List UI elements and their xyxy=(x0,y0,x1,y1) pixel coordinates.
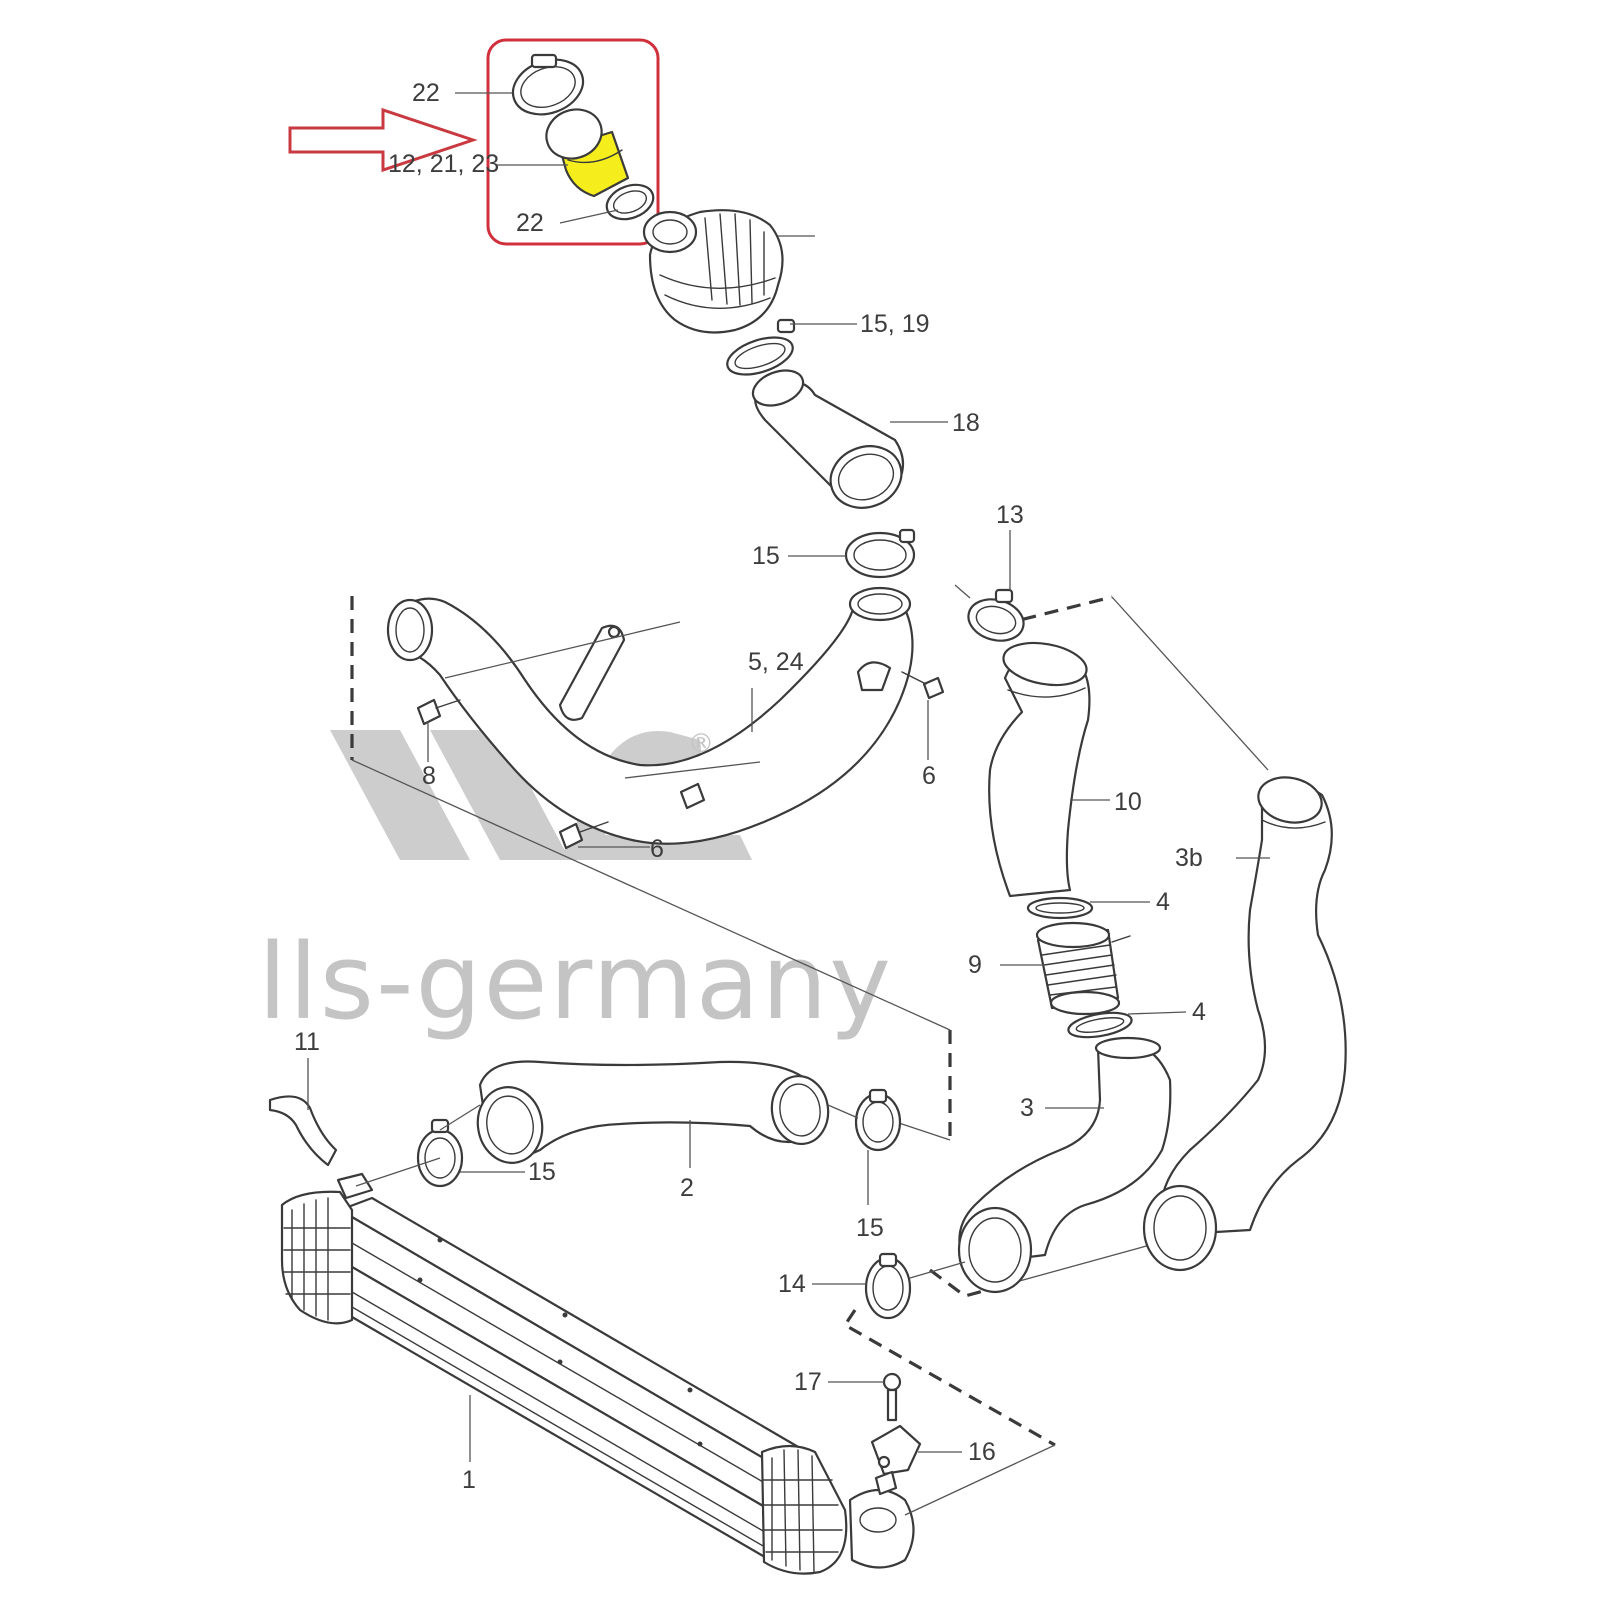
clamp-15-middle xyxy=(844,528,916,579)
callout-3b: 3b xyxy=(1175,844,1203,872)
clamp-22-upper xyxy=(511,53,585,116)
callout-5-24: 5, 24 xyxy=(748,648,804,676)
pointer-arrow xyxy=(288,107,478,173)
part-11-strip xyxy=(268,1095,338,1167)
bolt-8 xyxy=(416,698,461,726)
callout-2: 2 xyxy=(680,1174,694,1202)
bracket-16 xyxy=(870,1424,922,1496)
bolt-6-right xyxy=(901,671,945,700)
clamp-22-lower xyxy=(605,183,655,221)
watermark-brand-text: lls-germany xyxy=(258,921,893,1043)
callout-18: 18 xyxy=(952,409,980,437)
callout-3: 3 xyxy=(1020,1094,1034,1122)
bolt-6-lower xyxy=(558,821,609,850)
clamp-4-lower xyxy=(1067,1011,1133,1039)
callout-leaders xyxy=(307,92,1270,1462)
hose-3 xyxy=(957,1036,1172,1294)
intercooler-1 xyxy=(280,1157,915,1575)
leader-16-outlet xyxy=(904,1444,1056,1516)
callout-11: 11 xyxy=(294,1028,320,1056)
assembly-boundaries xyxy=(350,595,1269,1447)
callout-10: 10 xyxy=(1114,788,1142,816)
hose-10 xyxy=(988,641,1091,898)
callout-4-lower: 4 xyxy=(1192,998,1206,1026)
bolt-17 xyxy=(882,1372,902,1422)
callout-16: 16 xyxy=(968,1438,996,1466)
callout-22-upper: 22 xyxy=(412,79,440,107)
sleeve-12-highlighted xyxy=(545,108,630,198)
callout-17: 17 xyxy=(794,1368,822,1396)
callout-4-upper: 4 xyxy=(1156,888,1170,916)
clamp-14 xyxy=(864,1252,966,1320)
callout-22-lower: 22 xyxy=(516,209,544,237)
callout-6-lower: 6 xyxy=(650,835,664,863)
hose-18 xyxy=(751,369,905,509)
pipe-5-24 xyxy=(386,586,945,850)
callout-15-left: 15 xyxy=(528,1158,556,1186)
callout-1: 1 xyxy=(462,1466,476,1494)
clamp-15-right xyxy=(827,1088,902,1152)
callout-9: 9 xyxy=(968,951,982,979)
turbo-outlet-housing xyxy=(642,209,815,334)
clamp-15-left xyxy=(416,1104,481,1188)
callout-15-19: 15, 19 xyxy=(860,310,930,338)
hose-2 xyxy=(476,1060,830,1164)
callout-numbers: 22 12, 21, 23 22 15, 19 18 13 15 5, 24 8… xyxy=(294,79,1206,1494)
clamp-13 xyxy=(954,584,1025,642)
callout-15-middle: 15 xyxy=(752,542,780,570)
highlight-box xyxy=(486,38,660,246)
callout-14: 14 xyxy=(778,1270,806,1298)
callout-12-21-23: 12, 21, 23 xyxy=(388,150,499,178)
bolt-6-mid xyxy=(679,782,706,810)
connector-9 xyxy=(1035,921,1131,1016)
callout-6-right: 6 xyxy=(922,762,936,790)
callout-8: 8 xyxy=(422,762,436,790)
callout-15-right: 15 xyxy=(856,1214,884,1242)
clamp-4-upper xyxy=(1026,896,1094,920)
hose-3b xyxy=(1142,776,1347,1272)
callout-13: 13 xyxy=(996,501,1024,529)
clamp-15-19 xyxy=(726,318,796,376)
